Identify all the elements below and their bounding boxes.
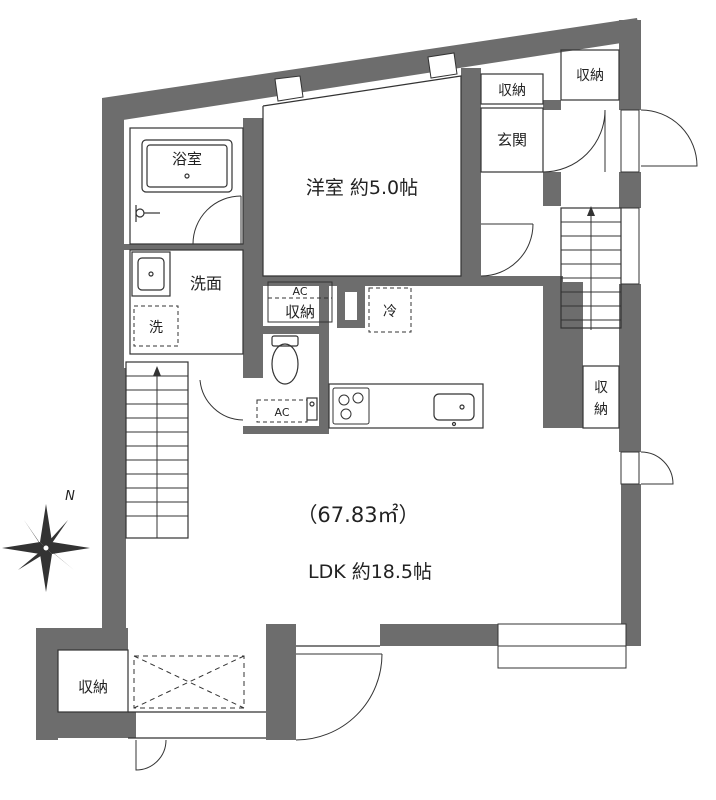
ldk-label: LDK 約18.5帖 [308, 561, 432, 583]
fridge-box [368, 287, 412, 333]
fridge-label: 冷 [383, 304, 397, 320]
wash-basin [131, 251, 171, 297]
walls [36, 18, 641, 740]
window-top-right [427, 52, 458, 79]
right-stairs [561, 214, 621, 330]
washer-label: 洗 [149, 320, 163, 336]
ac-storage-upper [267, 281, 333, 323]
bottom-left-door-arc [135, 739, 167, 771]
storage-right-label-top: 収 [594, 380, 608, 396]
storage-under-ac-label: 収納 [285, 303, 315, 321]
ac-box-lower [256, 399, 308, 423]
window-right-stair [620, 207, 640, 285]
bath-right-wall [243, 118, 263, 378]
stove-icon [332, 387, 370, 425]
compass-icon [2, 504, 90, 592]
kitchen-sink [433, 393, 475, 427]
floor-storage-hatch [133, 655, 245, 709]
storage-right-label-bottom: 納 [594, 402, 608, 418]
left-bump-top [36, 628, 128, 650]
stair-column-top [543, 172, 561, 206]
right-storage-box [582, 365, 620, 429]
right-door-arc-lower [640, 451, 674, 485]
storage-top-left-label: 収納 [498, 83, 526, 99]
left-bump-bottom [36, 712, 136, 738]
right-wall-mid1 [619, 172, 641, 208]
thin-lines [57, 49, 622, 739]
top-wall [102, 18, 641, 120]
left-wall-upper [102, 98, 124, 370]
washroom-door-arc [199, 379, 244, 421]
shower-icon [135, 205, 160, 222]
window-right-upper [620, 109, 640, 173]
western-door-arc [480, 223, 534, 277]
bathroom-label: 浴室 [172, 150, 202, 168]
right-stair-arrow [587, 206, 595, 216]
bathroom-outline [129, 127, 244, 245]
entrance-label: 玄関 [497, 131, 527, 149]
right-door-arc-upper [640, 109, 698, 167]
left-stair-arrow [153, 366, 161, 376]
western-room-right-wall [461, 68, 481, 280]
entrance-door-arc [542, 109, 606, 173]
kitchen-counter [328, 383, 484, 429]
toilet-wall-bottom [243, 426, 329, 434]
entrance-box [480, 107, 544, 173]
bottom-wall-right [380, 624, 502, 646]
right-wall-mid2 [619, 284, 641, 452]
right-wall-upper [619, 20, 641, 110]
western-bottom-wall [263, 276, 563, 286]
storage-box-top-left [480, 73, 544, 105]
bath-divider [124, 244, 244, 250]
windows [274, 52, 640, 669]
entrance-storage-wall [543, 100, 561, 110]
washroom-label: 洗面 [190, 274, 222, 293]
right-wall-lower [621, 484, 641, 646]
toilet-wall-right [319, 280, 329, 434]
storage-top-right-label: 収納 [576, 68, 604, 84]
total-area-label: （67.83㎡） [296, 503, 419, 527]
ac-label-lower: AC [274, 406, 289, 419]
compass-north-label: N [65, 489, 75, 504]
window-right-lower [620, 451, 640, 485]
washer-box [133, 305, 179, 347]
bottom-wall-pillar [266, 624, 296, 740]
washroom-outline [129, 249, 244, 355]
window-top-left [274, 75, 304, 102]
storage-bottom-left-label: 収納 [78, 678, 108, 696]
left-stairs [126, 372, 188, 538]
toilet-icon [271, 335, 318, 421]
bath-door-arc [192, 195, 242, 245]
storage-box-top-right [560, 49, 620, 101]
bottom-door-arc [295, 653, 383, 741]
bathtub [141, 139, 233, 193]
storage-bottom-left-box [57, 649, 129, 713]
left-wall-middle [102, 368, 126, 638]
ac-label-upper: AC [292, 285, 307, 298]
stair-column [543, 282, 583, 428]
western-room-label: 洋室 約5.0帖 [306, 177, 418, 199]
toilet-wall-top [243, 326, 327, 334]
